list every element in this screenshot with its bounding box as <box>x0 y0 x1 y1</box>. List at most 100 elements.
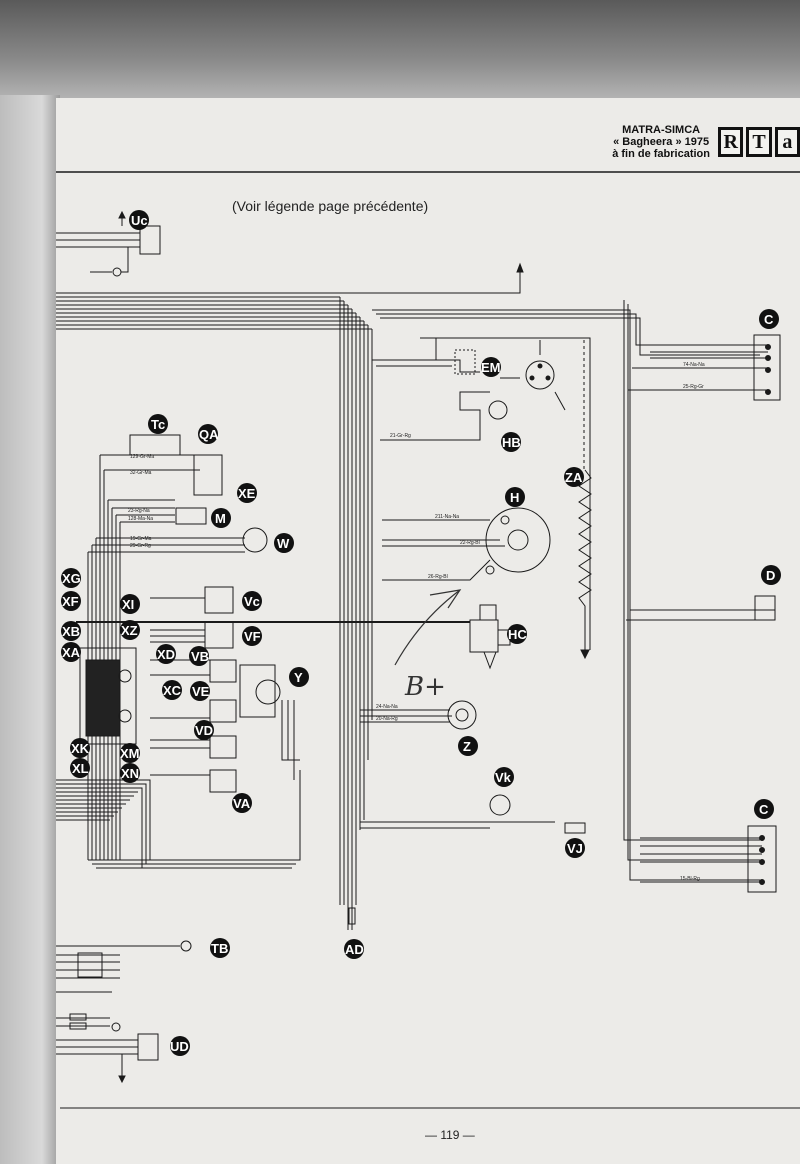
page-number: — 119 — <box>425 1128 475 1142</box>
svg-text:HB: HB <box>502 435 521 450</box>
header-brand: MATRA-SIMCA <box>622 124 701 136</box>
svg-text:Z: Z <box>463 739 471 754</box>
connector-c-bottom <box>640 825 777 893</box>
header-model: « Bagheera » 1975 <box>613 136 710 148</box>
svg-text:XM: XM <box>120 746 140 761</box>
arrow-down-icon <box>580 649 590 660</box>
svg-text:Uc: Uc <box>131 213 148 228</box>
badge-c-bottom: C <box>754 799 774 819</box>
main-harness-bottom <box>56 770 301 869</box>
component-badges: Uc Tc QA XE M W XG XF XB XA XI XZ XD XC … <box>61 210 781 1056</box>
svg-text:XN: XN <box>121 766 139 781</box>
wire-label: 15-Bl-Rg <box>680 876 700 882</box>
wire-label: 128-Ma-Na <box>128 516 153 522</box>
svg-text:VA: VA <box>233 796 251 811</box>
vj-connector <box>564 822 586 834</box>
badge-y: Y <box>289 667 309 687</box>
badge-vb: VB <box>189 646 209 666</box>
svg-text:C: C <box>759 802 769 817</box>
handwritten-arrow <box>394 589 462 666</box>
badge-qa: QA <box>198 424 219 444</box>
wire-label: 22-Rg-Bl <box>460 540 480 546</box>
wire-label: 29-Gr-Rg <box>130 543 151 549</box>
starter-hc <box>76 604 511 670</box>
svg-text:Vk: Vk <box>495 770 512 785</box>
sensor-z-body <box>447 700 477 730</box>
badge-uc: Uc <box>129 210 149 230</box>
svg-text:VD: VD <box>195 723 213 738</box>
wire-label: 20-Na-Rg <box>376 716 398 722</box>
badge-xz: XZ <box>120 620 140 640</box>
scanner-shadow <box>0 0 800 100</box>
svg-text:TB: TB <box>211 941 228 956</box>
wire-label: 32-Gr-Ma <box>130 470 152 476</box>
badge-hc: HC <box>507 624 527 644</box>
wire-labels: 129-Gr-Ma 32-Gr-Ma 23-Rg-Na 128-Ma-Na 19… <box>128 362 705 882</box>
badge-d: D <box>761 565 781 585</box>
badge-w: W <box>274 533 294 553</box>
wire-label: 21-Gr-Rg <box>390 433 411 439</box>
svg-text:UD: UD <box>170 1039 189 1054</box>
logo-letter-a: a <box>774 127 800 157</box>
badge-xc: XC <box>162 680 182 700</box>
badge-c-top: C <box>759 309 779 329</box>
svg-text:AD: AD <box>345 942 364 957</box>
badge-m: M <box>211 508 231 528</box>
badge-xg: XG <box>61 568 81 588</box>
svg-text:VF: VF <box>244 629 261 644</box>
wire-label: 23-Rg-Na <box>128 508 150 514</box>
wire-label: 25-Rg-Gr <box>683 384 704 390</box>
previous-page-edge <box>0 95 60 1164</box>
handwritten-note: B+ <box>404 672 446 702</box>
badge-tb: TB <box>210 938 230 958</box>
svg-text:H: H <box>510 490 519 505</box>
badge-ud: UD <box>170 1036 190 1056</box>
badge-va: VA <box>232 793 252 813</box>
svg-text:EM: EM <box>481 360 501 375</box>
badge-em: EM <box>481 357 501 377</box>
svg-text:XA: XA <box>62 645 81 660</box>
badge-xe: XE <box>237 483 257 503</box>
badge-z: Z <box>458 736 478 756</box>
svg-text:VJ: VJ <box>567 841 583 856</box>
tb-ud-wiring <box>56 940 192 1084</box>
svg-text:XL: XL <box>72 761 89 776</box>
badge-vj: VJ <box>565 838 585 858</box>
svg-text:C: C <box>764 312 774 327</box>
badge-vk: Vk <box>494 767 514 787</box>
logo-letter-r: R <box>718 127 744 157</box>
alternator-h <box>382 507 551 581</box>
badge-vf: VF <box>242 626 262 646</box>
wire-label: 24-Na-Na <box>376 704 398 710</box>
wire-label: 26-Rg-Bl <box>428 574 448 580</box>
badge-za: ZA <box>564 467 584 487</box>
badge-vd: VD <box>194 720 214 740</box>
badge-xa: XA <box>61 642 81 662</box>
badge-h: H <box>505 487 525 507</box>
badge-xf: XF <box>61 591 81 611</box>
connector-c-top <box>650 334 781 401</box>
badge-xl: XL <box>70 758 90 778</box>
svg-text:XB: XB <box>62 624 80 639</box>
switch-block <box>79 647 137 745</box>
em-hb-wiring <box>372 338 585 470</box>
badge-xk: XK <box>70 738 90 758</box>
wire-label: 211-Na-Na <box>435 514 459 520</box>
rta-logo: R T a <box>718 127 800 159</box>
svg-text:XZ: XZ <box>121 623 138 638</box>
badge-xd: XD <box>156 644 176 664</box>
badge-vc: Vc <box>242 591 262 611</box>
svg-text:Tc: Tc <box>151 417 165 432</box>
uc-wiring <box>56 210 161 277</box>
svg-text:Y: Y <box>294 670 303 685</box>
svg-text:ZA: ZA <box>565 470 583 485</box>
svg-text:W: W <box>277 536 290 551</box>
badge-hb: HB <box>501 432 521 452</box>
main-harness-top <box>56 265 775 905</box>
svg-text:D: D <box>766 568 775 583</box>
badge-xn: XN <box>120 763 140 783</box>
svg-text:QA: QA <box>199 427 219 442</box>
svg-text:Vc: Vc <box>244 594 260 609</box>
svg-text:XD: XD <box>157 647 175 662</box>
